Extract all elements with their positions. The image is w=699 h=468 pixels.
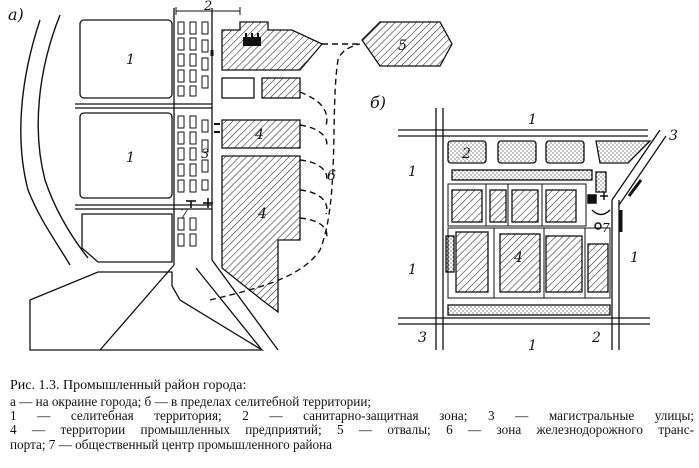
railway-zone (209, 43, 362, 301)
industrial-area (455, 231, 489, 293)
panel-a-title: а) (8, 5, 24, 24)
public-centre (186, 198, 213, 208)
figure-diagram: а) 1 1 2 3 4 4 5 6 7 (8, 0, 678, 354)
dump-area (361, 21, 453, 67)
marker-1: 1 (126, 150, 135, 166)
sanitary-zone (497, 140, 537, 164)
residential-block (79, 19, 173, 99)
sanitary-zone (451, 169, 593, 181)
industrial-area (261, 77, 301, 99)
marker-4: 4 (257, 206, 267, 222)
marker-1: 1 (408, 164, 417, 180)
diagonal-road (99, 264, 175, 351)
residential-block (79, 112, 173, 199)
diagonal-road (211, 259, 279, 351)
industrial-area (587, 243, 609, 293)
marker-1: 1 (630, 250, 639, 266)
marker-2: 2 (591, 330, 601, 346)
caption-line: а — на окраине города; б — в пределах се… (10, 394, 372, 409)
factory-icon (243, 33, 261, 46)
panel-a-labels: а) 1 1 2 3 4 4 5 6 7 (8, 0, 407, 222)
diagonal-road (195, 267, 263, 351)
marker-1: 1 (126, 52, 135, 68)
caption-line: порта; 7 — общественный центр промышленн… (10, 436, 333, 452)
industrial-area (221, 119, 301, 149)
marker-1: 1 (528, 112, 537, 128)
diagonal-road (611, 129, 661, 201)
marker-7: 7 (602, 221, 610, 235)
industrial-area (545, 235, 583, 293)
river-bank (37, 14, 89, 259)
caption-title: Рис. 1.3. Промышленный район города: (10, 378, 247, 393)
panel-a (20, 7, 453, 351)
marker-7: 7 (180, 207, 189, 222)
panel-b-title: б) (370, 93, 386, 112)
industrial-outline (221, 77, 255, 99)
residential-block (29, 271, 265, 351)
panel-b (398, 108, 667, 350)
panel-b-labels: б) 1 1 1 1 1 2 2 3 3 4 7 (370, 93, 678, 354)
sanitary-zone (447, 304, 611, 316)
industrial-area (511, 189, 539, 223)
marker-5: 5 (398, 38, 407, 54)
sanitary-zone (595, 171, 607, 193)
sanitary-zone (545, 140, 585, 164)
marker-1: 1 (528, 338, 537, 354)
marker-4: 4 (513, 250, 523, 266)
marker-3: 3 (669, 128, 678, 144)
industrial-area (545, 189, 577, 223)
caption-line: 4 — территории промышленных предприятий;… (10, 422, 694, 438)
marker-2: 2 (203, 0, 212, 14)
caption-line: 1 — селитебная территория; 2 — санитарно… (10, 408, 694, 424)
figure-caption: Рис. 1.3. Промышленный район города: а —… (10, 378, 694, 452)
building-strips (177, 21, 209, 247)
industrial-area (499, 233, 541, 293)
industrial-area (451, 189, 483, 223)
public-centre (587, 192, 611, 230)
marker-2: 2 (461, 146, 471, 162)
marker-1: 1 (408, 262, 417, 278)
sanitary-zone (595, 140, 652, 164)
sanitary-zone (445, 235, 455, 273)
marker-6: 6 (327, 168, 336, 184)
marker-3: 3 (418, 330, 427, 346)
river-bank (20, 19, 71, 266)
industrial-area (489, 189, 507, 223)
marker-4: 4 (254, 127, 264, 143)
industrial-area (221, 21, 324, 71)
industrial-area (221, 155, 301, 314)
plot-outlines (447, 183, 611, 299)
sanitary-zone (447, 140, 487, 164)
residential-block (81, 213, 173, 263)
marker-3: 3 (201, 147, 209, 162)
diagonal-road (618, 135, 667, 206)
